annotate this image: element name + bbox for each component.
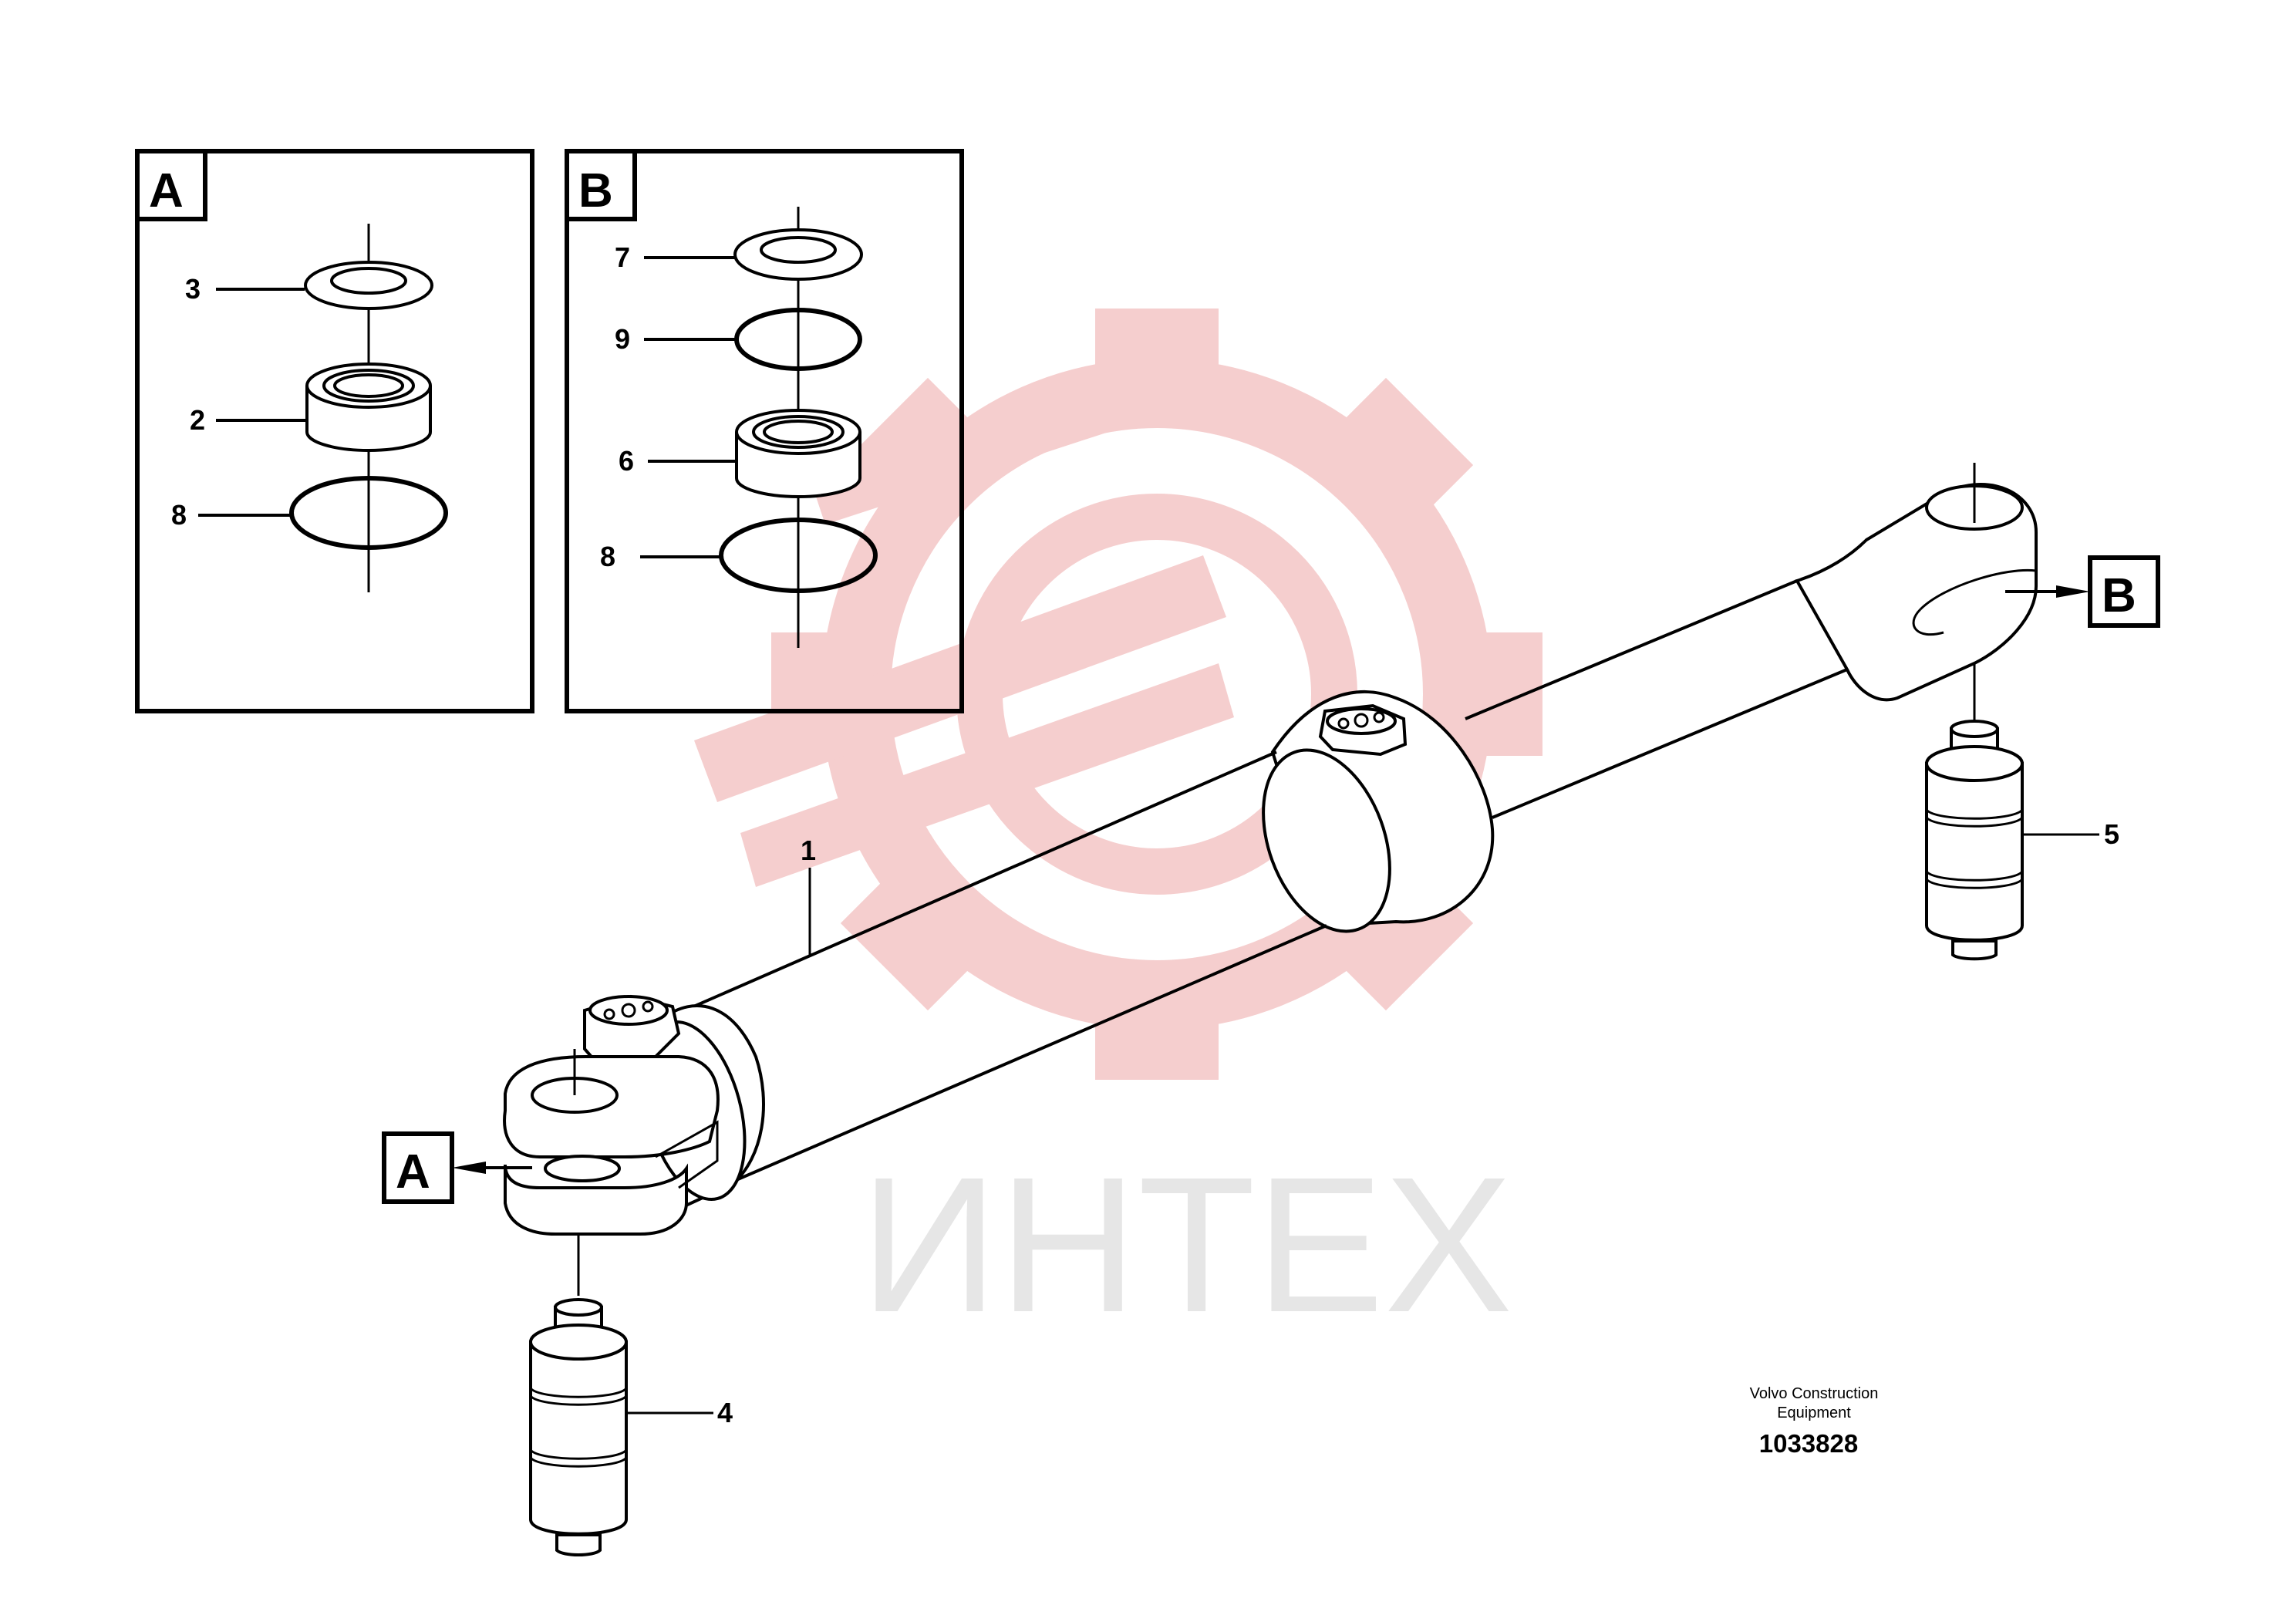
bearing-part-2 [305, 363, 432, 452]
hydraulic-cylinder-part-1 [503, 463, 2038, 1296]
callout-1: 1 [801, 835, 816, 866]
o-ring-part-8a [289, 476, 448, 550]
callout-8a: 8 [171, 499, 187, 531]
ref-marker-b-label: B [2102, 569, 2136, 622]
front-nut [583, 994, 681, 1071]
middle-nut [1318, 703, 1408, 757]
ref-marker-a: A [382, 1131, 532, 1204]
callout-4: 4 [717, 1397, 733, 1428]
callout-7: 7 [615, 241, 630, 273]
watermark: ИНТЕХ [694, 309, 1542, 1352]
watermark-gear-icon [694, 309, 1542, 1080]
detail-box-b: B 7 9 6 8 [565, 149, 964, 713]
pin-part-4 [529, 1298, 628, 1556]
footer-drawing-code: 1033828 [1759, 1429, 1858, 1458]
footer: Volvo Construction Equipment 1033828 [1750, 1385, 1879, 1458]
pin-part-5 [1925, 720, 2024, 961]
watermark-text: ИНТЕХ [860, 1137, 1512, 1352]
callout-8b: 8 [600, 541, 615, 572]
callout-9: 9 [615, 323, 630, 355]
callout-6: 6 [619, 445, 634, 477]
footer-company-line2: Equipment [1777, 1404, 1851, 1421]
callout-3: 3 [185, 273, 201, 305]
detail-box-a-label: A [149, 164, 184, 218]
ref-marker-b: B [2005, 555, 2160, 628]
detail-box-a: A 3 2 8 [135, 149, 534, 713]
bearing-part-6 [735, 409, 861, 498]
footer-company-line1: Volvo Construction [1750, 1385, 1879, 1402]
ref-marker-a-label: A [396, 1145, 430, 1199]
callout-5: 5 [2104, 818, 2119, 850]
callout-2: 2 [190, 404, 205, 436]
detail-box-b-label: B [578, 164, 613, 218]
